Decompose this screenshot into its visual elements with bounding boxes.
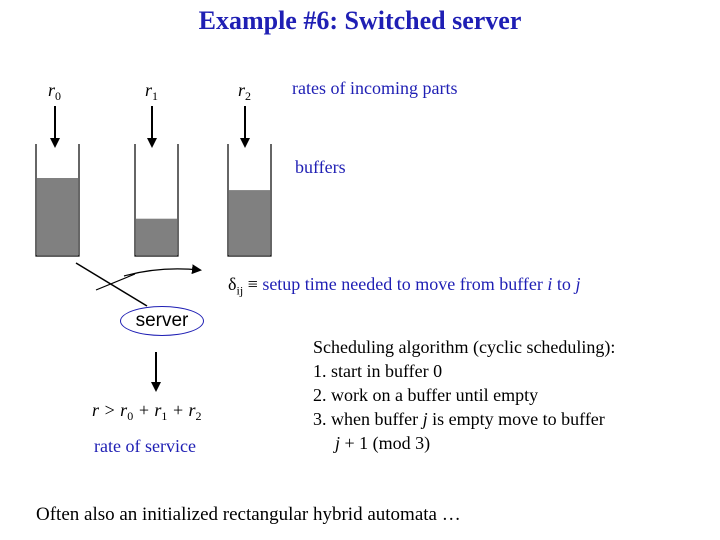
rate-of-service-label: rate of service [94, 436, 196, 456]
buffer-0 [35, 144, 80, 257]
rate-label-r1: r1 [145, 80, 159, 103]
switch-line [75, 262, 148, 307]
rate-label-r0: r0 [48, 80, 62, 103]
buffer-2 [227, 144, 272, 257]
service-rate-inequality: r > r0 + r1 + r2 [92, 400, 202, 423]
server-node: server [120, 306, 204, 336]
algorithm-title: Scheduling algorithm (cyclic scheduling)… [313, 337, 616, 357]
scheduling-algorithm: Scheduling algorithm (cyclic scheduling)… [313, 335, 615, 455]
setup-time-definition: δij ≡ setup time needed to move from buf… [228, 274, 581, 298]
algorithm-step-1: 1. start in buffer 0 [313, 361, 443, 381]
buffer-2-fill [229, 190, 270, 255]
buffer-1-fill [136, 218, 177, 255]
buffer-1 [134, 144, 179, 257]
rates-incoming-label: rates of incoming parts [292, 78, 458, 98]
switch-arc [123, 264, 202, 277]
switch-arrow [95, 273, 136, 291]
buffer-0-fill [37, 178, 78, 255]
slide-title: Example #6: Switched server [198, 6, 522, 35]
buffers-label: buffers [295, 157, 346, 177]
rate-label-r2: r2 [238, 80, 252, 103]
algorithm-step-2: 2. work on a buffer until empty [313, 385, 539, 405]
footer-note: Often also an initialized rectangular hy… [36, 504, 461, 525]
algorithm-step-3: 3. when buffer j is empty move to buffer… [313, 409, 605, 453]
